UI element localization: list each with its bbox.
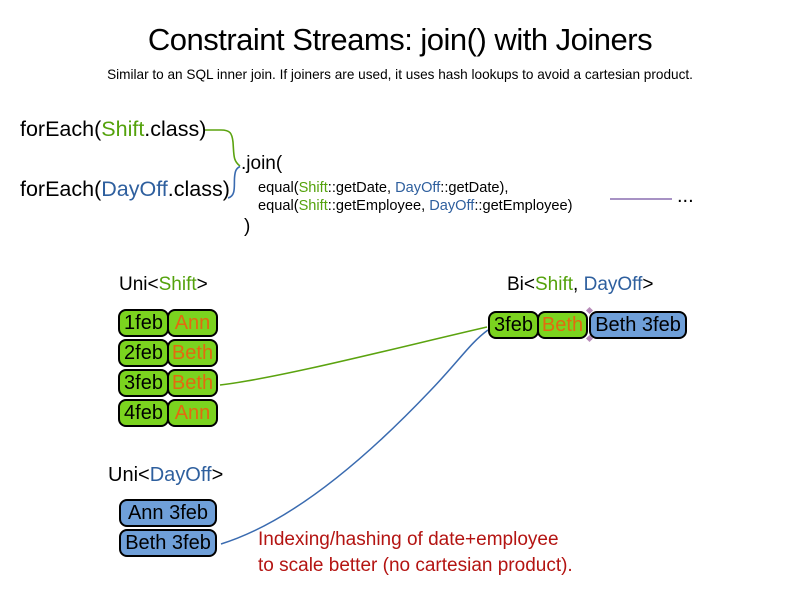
code-text: forEach( xyxy=(20,177,102,201)
slide-title: Constraint Streams: join() with Joiners xyxy=(147,22,653,57)
shift-employee-cell: Beth xyxy=(537,311,588,339)
shift-type-token: Shift xyxy=(298,180,328,196)
title-text: > xyxy=(196,274,208,295)
code-text: forEach( xyxy=(20,117,102,141)
shift-to-bi-green-connector xyxy=(219,326,488,386)
code-text: ::getEmployee) xyxy=(474,198,573,214)
code-text: ::getDate, xyxy=(327,180,396,196)
uni-dayoff-title: Uni<DayOff> xyxy=(108,464,223,487)
code-joiner-employee: equal(Shift::getEmployee, DayOff::getEmp… xyxy=(258,198,573,214)
shift-date-cell: 3feb xyxy=(118,369,169,397)
bi-result-row: 3feb Beth Beth 3feb xyxy=(488,311,687,339)
shift-type-token: Shift xyxy=(158,274,197,295)
table-row: 4feb Ann xyxy=(118,399,218,427)
table-row: 2feb Beth xyxy=(118,339,218,367)
dayoff-type-token: DayOff xyxy=(101,177,168,201)
dayoff-cell: Beth 3feb xyxy=(589,311,687,339)
brace-top-green-line xyxy=(204,129,241,167)
code-text: equal( xyxy=(258,198,299,214)
bi-title: Bi<Shift, DayOff> xyxy=(507,274,653,296)
slide-subtitle: Similar to an SQL inner join. If joiners… xyxy=(107,67,693,82)
code-joiner-date: equal(Shift::getDate, DayOff::getDate), xyxy=(258,180,508,196)
shift-employee-cell: Beth xyxy=(167,369,218,397)
uni-shift-table: 1feb Ann 2feb Beth 3feb Beth 4feb Ann xyxy=(118,309,218,427)
dayoff-type-token: DayOff xyxy=(395,180,441,196)
indexing-note: Indexing/hashing of date+employee to sca… xyxy=(258,527,573,579)
code-text: ::getDate), xyxy=(440,180,509,196)
title-text: > xyxy=(211,464,224,486)
code-text: .class) xyxy=(144,117,207,141)
code-text: equal( xyxy=(258,180,299,196)
shift-type-token: Shift xyxy=(535,274,574,295)
title-text: Uni< xyxy=(119,274,159,295)
dayoff-cell: Ann 3feb xyxy=(119,499,217,527)
code-text: .class) xyxy=(167,177,230,201)
uni-dayoff-table: Ann 3feb Beth 3feb xyxy=(119,499,217,557)
code-foreach-shift: forEach(Shift.class) xyxy=(20,117,206,142)
uni-shift-title: Uni<Shift> xyxy=(119,274,208,296)
dayoff-type-token: DayOff xyxy=(149,464,212,486)
shift-date-cell: 2feb xyxy=(118,339,169,367)
note-line: to scale better (no cartesian product). xyxy=(258,555,573,576)
dayoff-type-token: DayOff xyxy=(583,274,643,295)
more-joiners-ellipsis: ... xyxy=(677,185,694,207)
shift-employee-cell: Ann xyxy=(167,309,218,337)
code-foreach-dayoff: forEach(DayOff.class) xyxy=(20,177,230,202)
title-text: > xyxy=(642,274,654,295)
title-text: , xyxy=(573,274,584,295)
note-line: Indexing/hashing of date+employee xyxy=(258,529,559,550)
shift-type-token: Shift xyxy=(298,198,328,214)
title-text: Bi< xyxy=(507,274,535,295)
table-row: 3feb Beth xyxy=(118,369,218,397)
code-join-close: ) xyxy=(244,216,251,237)
shift-type-token: Shift xyxy=(101,117,145,141)
title-text: Uni< xyxy=(108,464,150,486)
shift-date-cell: 1feb xyxy=(118,309,169,337)
shift-employee-cell: Ann xyxy=(167,399,218,427)
dayoff-type-token: DayOff xyxy=(429,198,475,214)
table-row: 1feb Ann xyxy=(118,309,218,337)
shift-employee-cell: Beth xyxy=(167,339,218,367)
shift-date-cell: 4feb xyxy=(118,399,169,427)
code-join-open: .join( xyxy=(241,153,283,174)
dayoff-to-bi-blue-connector xyxy=(220,329,489,545)
shift-date-cell: 3feb xyxy=(488,311,539,339)
code-text: ::getEmployee, xyxy=(327,198,430,214)
dayoff-cell: Beth 3feb xyxy=(119,529,217,557)
